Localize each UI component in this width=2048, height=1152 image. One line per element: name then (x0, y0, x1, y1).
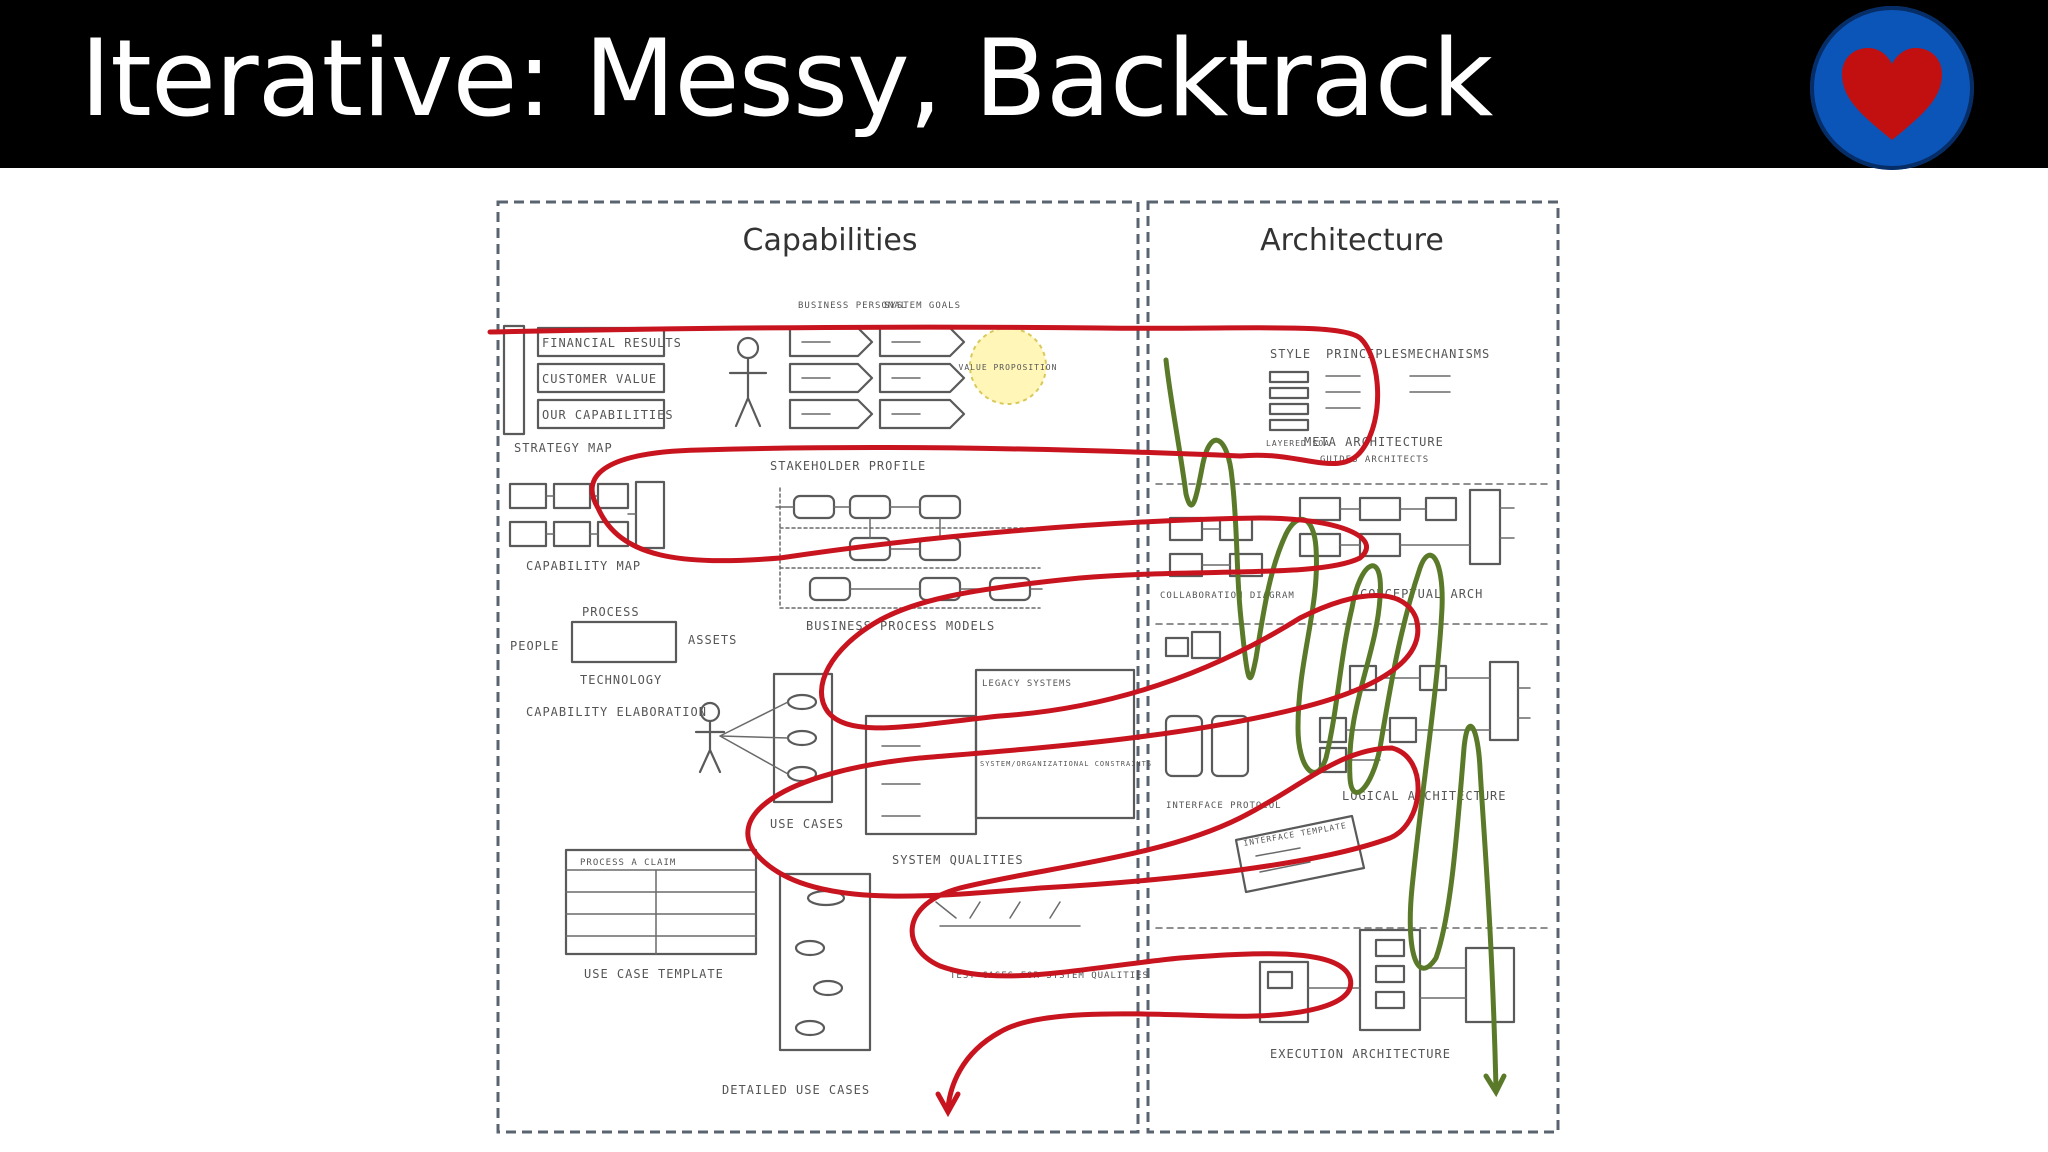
strategy-map-label: STRATEGY MAP (514, 441, 613, 455)
interface-template-sketch: INTERFACE TEMPLATE (1236, 816, 1364, 892)
architecture-heading: Architecture (1260, 223, 1444, 258)
system-goals-label: SYSTEM GOALS (884, 301, 961, 311)
assets-label: ASSETS (688, 633, 737, 647)
customer-value-label: CUSTOMER VALUE (542, 372, 657, 386)
system-qualities-label: SYSTEM QUALITIES (892, 853, 1024, 867)
slide-title: Iterative: Messy, Backtrack (80, 14, 1492, 144)
process-a-claim-label: PROCESS A CLAIM (580, 858, 676, 868)
capability-map-label: CAPABILITY MAP (526, 559, 641, 573)
business-process-models-label: BUSINESS PROCESS MODELS (806, 619, 995, 633)
test-cases-sketch: TEST CASES FOR SYSTEM QUALITIES (936, 902, 1149, 981)
capability-map-sketch: CAPABILITY MAP (510, 482, 664, 573)
our-capabilities-label: OUR CAPABILITIES (542, 408, 674, 422)
title-bar: Iterative: Messy, Backtrack (0, 0, 2048, 168)
value-proposition-label: VALUE PROPOSITION (959, 363, 1058, 372)
detailed-use-cases-label: DETAILED USE CASES (722, 1083, 870, 1097)
use-cases-label: USE CASES (770, 817, 844, 831)
mechanisms-label: MECHANISMS (1408, 347, 1490, 361)
heart-icon (1802, 2, 1982, 182)
execution-architecture-label: EXECUTION ARCHITECTURE (1270, 1047, 1451, 1061)
style-label: STYLE (1270, 347, 1311, 361)
collaboration-diagram-label: COLLABORATION DIAGRAM (1160, 591, 1295, 601)
capabilities-heading: Capabilities (743, 223, 918, 258)
technology-label: TECHNOLOGY (580, 673, 662, 687)
meta-architecture-label: META ARCHITECTURE (1304, 435, 1444, 449)
strategy-map-sketch: FINANCIAL RESULTS CUSTOMER VALUE OUR CAP… (504, 326, 682, 455)
capability-elaboration-label: CAPABILITY ELABORATION (526, 705, 707, 719)
capability-elaboration-sketch: PROCESS PEOPLE ASSETS TECHNOLOGY CAPABIL… (510, 605, 737, 719)
detailed-use-cases-sketch: DETAILED USE CASES (722, 874, 870, 1097)
process-diagram: Capabilities Architecture FINANCIAL RESU… (480, 188, 1580, 1148)
process-label: PROCESS (582, 605, 640, 619)
system-constraints-label: SYSTEM/ORGANIZATIONAL CONSTRAINTS (980, 760, 1152, 768)
business-process-models-sketch: BUSINESS PROCESS MODELS (776, 488, 1042, 633)
use-case-template-sketch: PROCESS A CLAIM USE CASE TEMPLATE (566, 850, 756, 981)
execution-architecture-sketch: EXECUTION ARCHITECTURE (1260, 930, 1514, 1061)
financial-results-label: FINANCIAL RESULTS (542, 336, 682, 350)
people-label: PEOPLE (510, 639, 559, 653)
use-case-template-label: USE CASE TEMPLATE (584, 967, 724, 981)
stakeholder-profile-label: STAKEHOLDER PROFILE (770, 459, 926, 473)
conceptual-architecture-sketch: CONCEPTUAL ARCH (1300, 490, 1514, 601)
legacy-systems-label: LEGACY SYSTEMS (982, 679, 1072, 689)
